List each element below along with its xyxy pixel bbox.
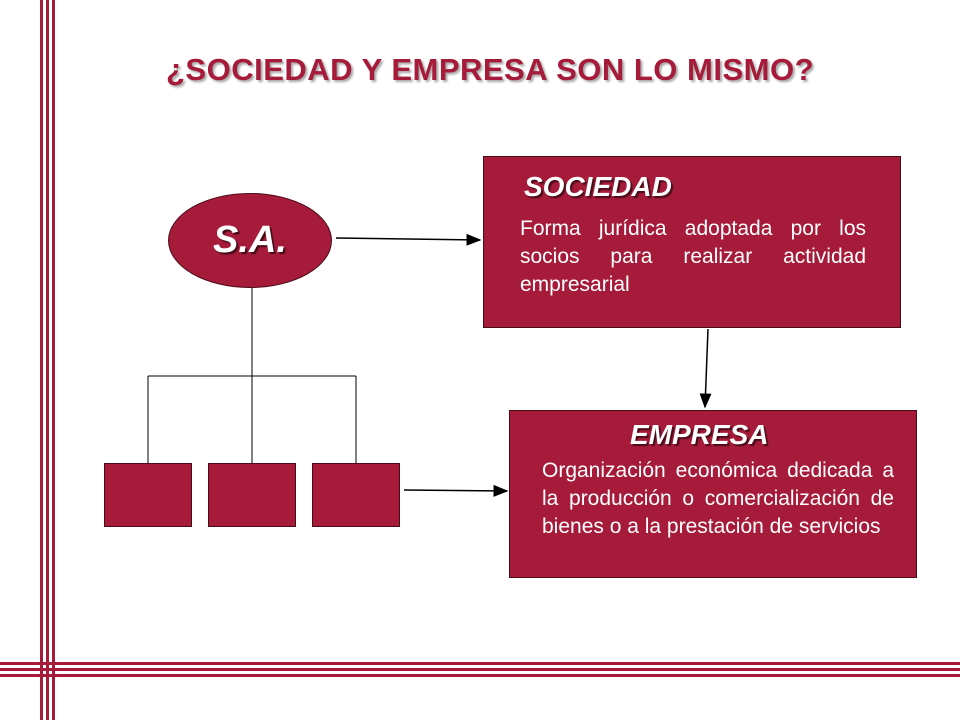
sa-label: S.A.	[213, 219, 287, 261]
sociedad-title: SOCIEDAD	[524, 171, 672, 202]
slide-title: ¿SOCIEDAD Y EMPRESA SON LO MISMO?	[165, 52, 815, 87]
sub-unit-box-1	[104, 463, 192, 527]
empresa-description: Organización económica dedicada a la pro…	[542, 459, 894, 538]
bottom-border-line-3	[0, 674, 960, 677]
left-border-line-1	[40, 0, 43, 720]
empresa-box: EMPRESA Organización económica dedicada …	[509, 410, 917, 578]
arrow-sa-to-sociedad	[335, 233, 482, 246]
empresa-title: EMPRESA	[630, 419, 769, 450]
arrow-units-to-empresa	[403, 484, 509, 497]
bottom-border-line-2	[0, 668, 960, 671]
sociedad-description: Forma jurídica adoptada por los socios p…	[520, 217, 866, 296]
sub-unit-box-3	[312, 463, 400, 527]
sa-oval: S.A.	[168, 193, 332, 288]
arrow-sociedad-to-empresa	[699, 328, 712, 409]
sub-unit-box-2	[208, 463, 296, 527]
left-border-line-3	[52, 0, 55, 720]
bottom-border-line-1	[0, 662, 960, 665]
sociedad-box: SOCIEDAD Forma jurídica adoptada por los…	[483, 156, 901, 328]
left-border-line-2	[46, 0, 49, 720]
